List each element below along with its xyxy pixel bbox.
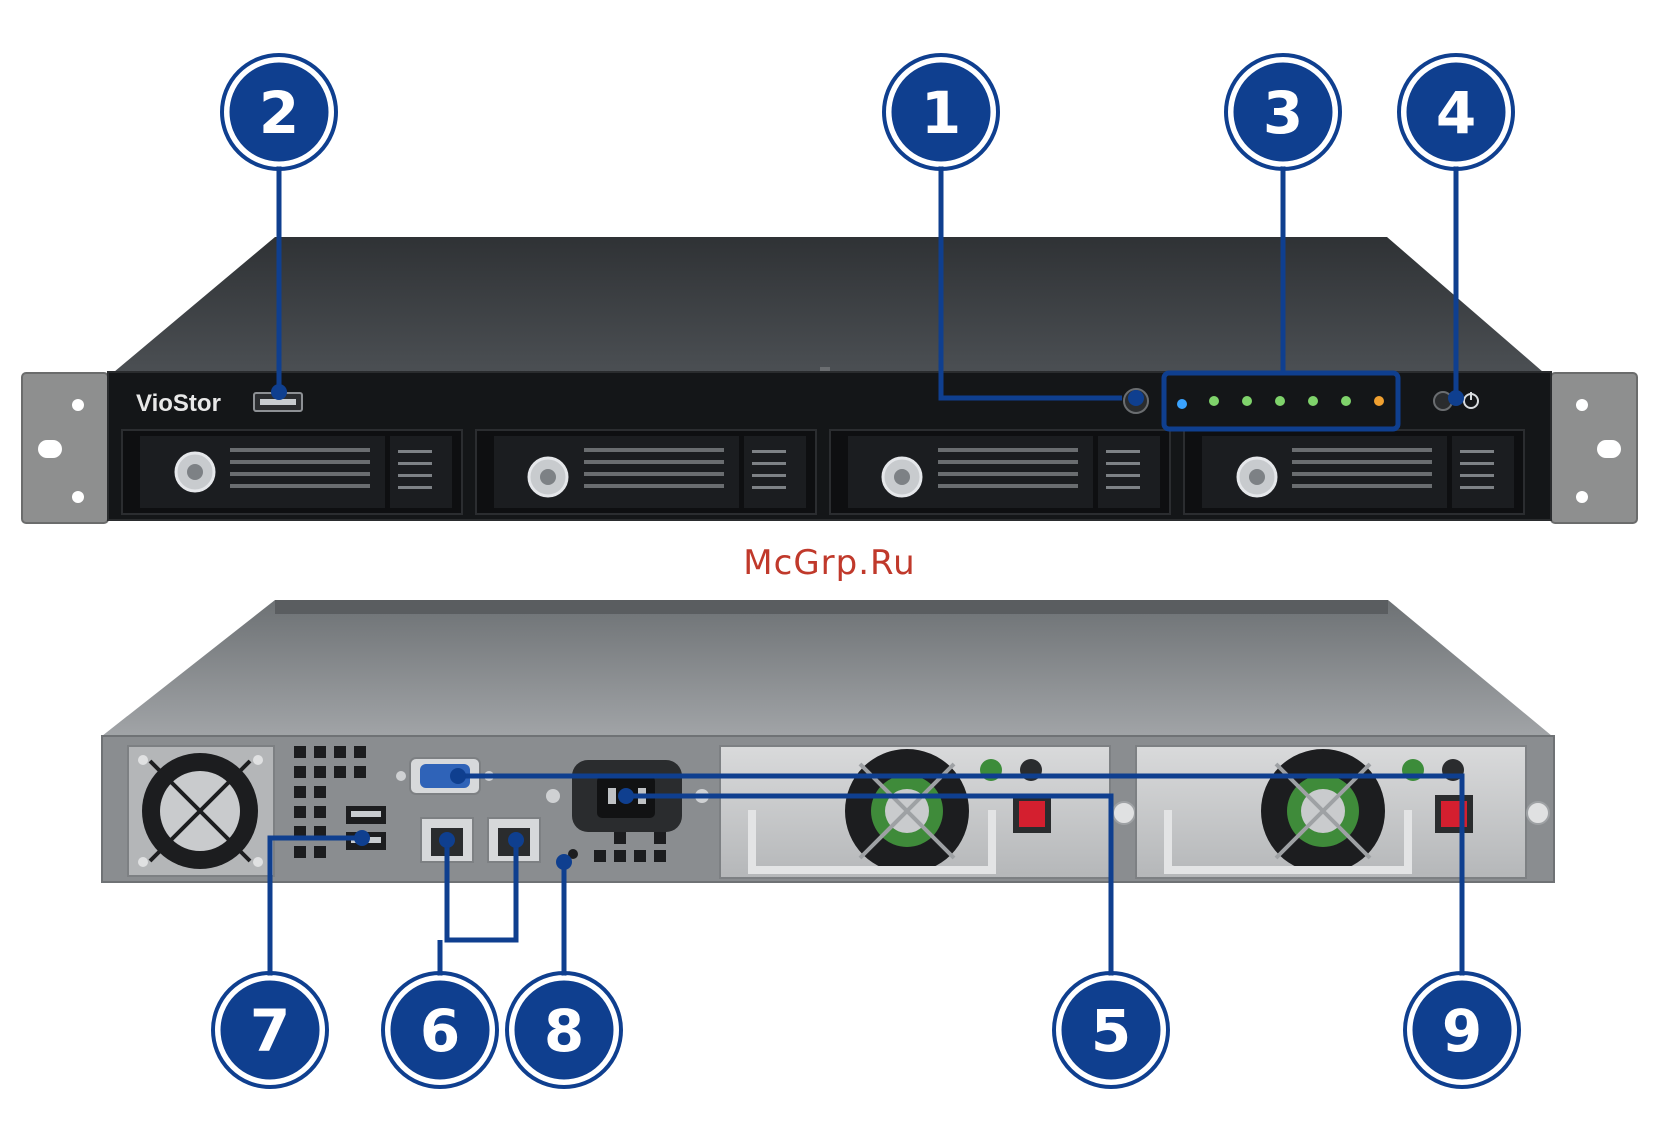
callout-4-number: 4 — [1436, 79, 1476, 147]
callout-1: 1 — [884, 55, 998, 169]
front-rack-ear-right — [1551, 373, 1637, 523]
drive-bay-1 — [122, 430, 462, 514]
callout-3: 3 — [1226, 55, 1340, 169]
rear-chassis-top — [102, 600, 1552, 736]
callout-3-number: 3 — [1263, 79, 1303, 147]
callout-5-number: 5 — [1091, 997, 1131, 1065]
callout-6-number: 6 — [420, 997, 460, 1065]
callout-8-number: 8 — [544, 997, 584, 1065]
callout-8: 8 — [507, 973, 621, 1087]
drive-bay-4 — [1184, 430, 1524, 514]
callout-9: 9 — [1405, 973, 1519, 1087]
watermark-text: McGrp.Ru — [0, 543, 1659, 583]
callout-2-number: 2 — [259, 79, 299, 147]
callout-6: 6 — [383, 973, 497, 1087]
drive-bay-2 — [476, 430, 816, 514]
callout-4: 4 — [1399, 55, 1513, 169]
psu-2 — [1136, 746, 1549, 878]
front-chassis-top — [114, 237, 1543, 372]
front-rack-ear-left — [22, 373, 108, 523]
drive-bay-3 — [830, 430, 1170, 514]
callout-9-number: 9 — [1442, 997, 1482, 1065]
callout-2: 2 — [222, 55, 336, 169]
psu-1 — [720, 746, 1135, 878]
callout-1-number: 1 — [921, 79, 961, 147]
front-unit: VioStor — [22, 237, 1637, 523]
brand-logo: VioStor — [136, 390, 221, 417]
system-fan-icon — [128, 746, 274, 876]
callout-7: 7 — [213, 973, 327, 1087]
callout-5: 5 — [1054, 973, 1168, 1087]
callout-7-number: 7 — [250, 997, 290, 1065]
